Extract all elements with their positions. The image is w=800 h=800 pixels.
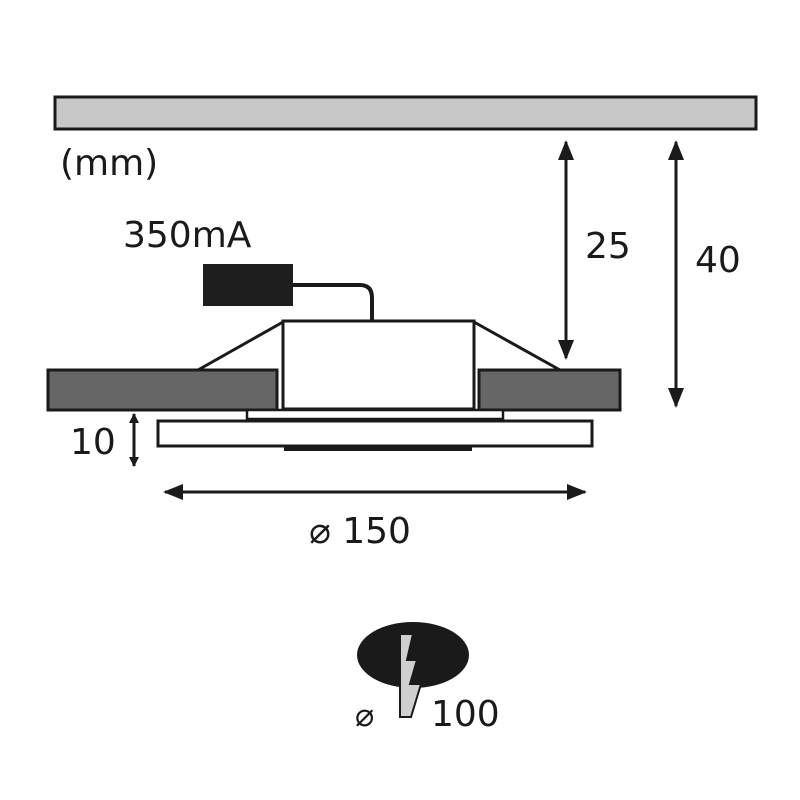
total-depth-label: 40	[695, 240, 741, 281]
cutout-hole-icon	[357, 622, 469, 688]
ceiling-slab	[53, 95, 758, 131]
spring-clip-right	[473, 320, 561, 372]
cover-plate	[156, 419, 594, 448]
diameter-label: ⌀ 150	[309, 511, 411, 552]
hole-saw-icon	[399, 633, 423, 718]
driver-label: 350mA	[123, 215, 252, 256]
ceiling-panel-right	[477, 368, 622, 412]
trim-ring	[245, 408, 505, 421]
led-lens	[284, 446, 472, 451]
spring-clip-left	[197, 320, 284, 372]
cutout-diameter-value: 100	[431, 694, 500, 735]
ceiling-panel-left	[46, 368, 279, 412]
units-label: (mm)	[60, 143, 158, 184]
trim-height-label: 10	[70, 422, 116, 463]
driver-cable	[293, 283, 374, 322]
recess-depth-label: 25	[585, 226, 631, 267]
luminaire-housing	[281, 319, 476, 411]
driver-box	[203, 264, 293, 306]
cutout-diameter-symbol: ⌀	[355, 696, 374, 734]
